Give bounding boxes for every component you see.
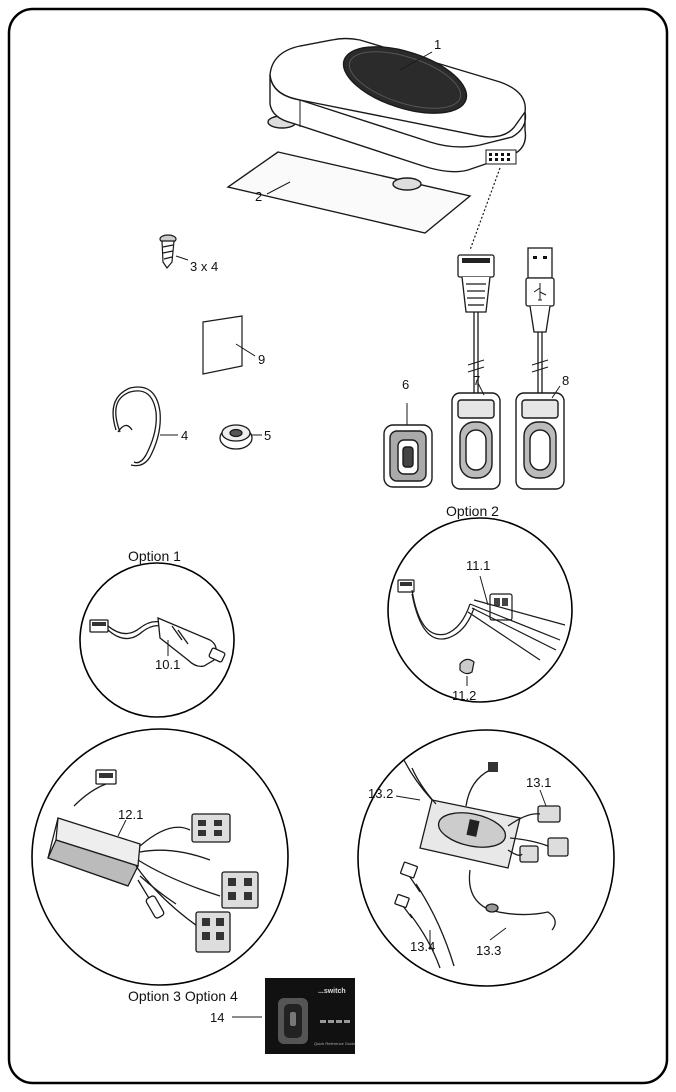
quick-reference-guide: ...switch Quick Reference Guide xyxy=(265,978,356,1054)
cable-8-drawing xyxy=(525,247,555,395)
main-unit-drawing xyxy=(226,37,527,234)
mount-foot-right xyxy=(392,177,422,191)
label-7: 7 xyxy=(473,373,480,388)
option3-harness-drawing xyxy=(47,769,259,953)
label-11-2: 11.2 xyxy=(452,688,476,703)
options-3-4-caption: Option 3 Option 4 xyxy=(128,988,238,1004)
label-13-4: 13.4 xyxy=(410,939,435,954)
iso-connector-a xyxy=(191,813,231,843)
label-13-3: 13.3 xyxy=(476,943,501,958)
label-8: 8 xyxy=(562,373,569,388)
speaker-grille xyxy=(342,46,468,114)
label-2: 2 xyxy=(255,189,262,204)
remote-6 xyxy=(383,424,433,488)
label-3: 3 x 4 xyxy=(190,259,218,274)
option1-circle xyxy=(79,562,235,718)
label-5: 5 xyxy=(264,428,271,443)
option4-kit-drawing xyxy=(394,759,569,969)
label-13-1: 13.1 xyxy=(526,775,551,790)
remote-8 xyxy=(515,392,565,490)
label-13-2: 13.2 xyxy=(368,786,393,801)
option2-title: Option 2 xyxy=(446,503,499,519)
sticker-drawing xyxy=(202,315,243,375)
dotted-connector-line xyxy=(469,167,501,251)
option2-harness-drawing xyxy=(397,579,566,675)
label-6: 6 xyxy=(402,377,409,392)
label-11-1: 11.1 xyxy=(466,558,490,573)
ear-cushion-drawing xyxy=(219,424,253,450)
option1-cable-drawing xyxy=(89,616,226,668)
cable-7-drawing xyxy=(457,254,495,395)
unit-side-face xyxy=(269,74,527,173)
option2-circle xyxy=(387,517,573,703)
iso-connector-c xyxy=(195,911,231,953)
connector-port xyxy=(485,149,517,165)
label-10-1: 10.1 xyxy=(155,657,180,672)
label-9: 9 xyxy=(258,352,265,367)
remote-7 xyxy=(451,392,501,490)
iso-connector-b xyxy=(221,871,259,909)
label-14: 14 xyxy=(210,1010,224,1025)
screw-drawing xyxy=(159,234,177,270)
ear-hook-drawing xyxy=(112,386,161,467)
usb-icon xyxy=(533,283,547,301)
guide-cover-brand: ...switch xyxy=(318,988,346,995)
label-12-1: 12.1 xyxy=(118,807,143,822)
guide-cover-subtitle: Quick Reference Guide xyxy=(314,1041,356,1046)
label-4: 4 xyxy=(181,428,188,443)
label-1: 1 xyxy=(434,37,441,52)
option1-title: Option 1 xyxy=(128,548,181,564)
